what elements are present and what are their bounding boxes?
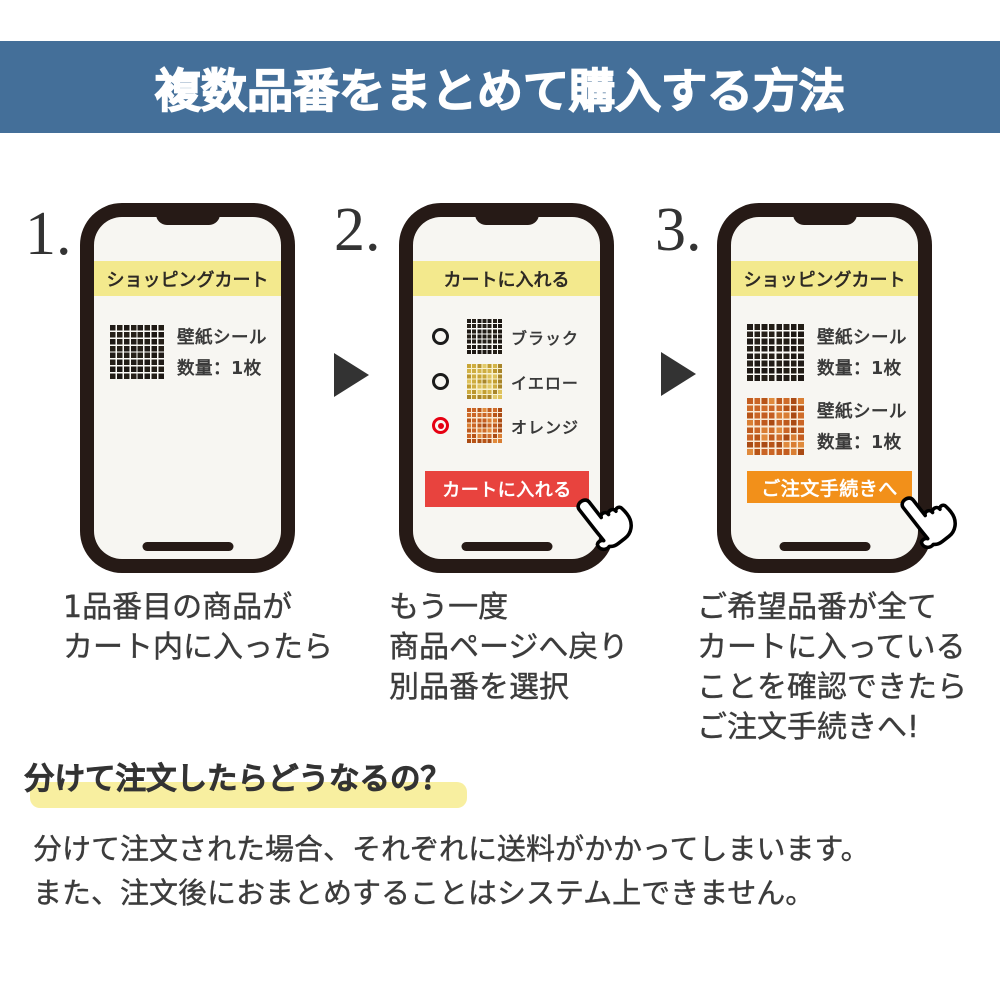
add-to-cart-button[interactable]: カートに入れる (425, 471, 589, 507)
color-swatch-orange-icon (467, 408, 502, 443)
cart-item: 壁紙シール 数量：1枚 (110, 319, 267, 385)
product-info: 壁紙シール 数量：1枚 (817, 397, 907, 459)
phone-notch (155, 203, 220, 225)
radio-button[interactable] (432, 417, 449, 434)
step-2-caption: もう一度 商品ページへ戻り 別品番を選択 (389, 590, 629, 705)
step-2-number: 2. (334, 196, 381, 264)
product-swatch-orange-icon (747, 397, 804, 455)
option-label: ブラック (511, 328, 580, 348)
hand-cursor-icon (900, 496, 957, 550)
phone-notch (792, 203, 857, 225)
step-1-caption: 1品番目の商品が カート内に入ったら (63, 590, 333, 665)
footer-heading: 分けて注文したらどうなるの？ (24, 762, 452, 798)
option-label: イエロー (511, 373, 579, 393)
product-qty: 数量：1枚 (177, 359, 262, 379)
product-name: 壁紙シール (177, 328, 267, 348)
phone-2-page-header: カートに入れる (413, 261, 600, 296)
color-swatch-black-icon (467, 319, 502, 354)
phone-1-screen: ショッピングカート 壁紙シール 数量：1枚 (94, 217, 281, 559)
footer-body: 分けて注文された場合、それぞれに送料がかかってしまいます。 また、注文後におまと… (33, 832, 870, 910)
step-1-number: 1. (25, 200, 72, 268)
cart-item: 壁紙シール 数量：1枚 (747, 319, 907, 385)
phone-2: カートに入れる ブラック イエロー オレンジ カートに入れる (399, 203, 614, 573)
footer-heading-wrap: 分けて注文したらどうなるの？ (24, 760, 452, 800)
arrow-right-icon (661, 352, 696, 396)
banner-title: 複数品番をまとめて購入する方法 (154, 63, 845, 118)
product-name: 壁紙シール (817, 402, 907, 422)
phone-1-cart-header: ショッピングカート (94, 261, 281, 296)
product-swatch-black-icon (110, 325, 164, 379)
home-indicator (461, 542, 552, 551)
checkout-button[interactable]: ご注文手続きへ (747, 471, 912, 503)
phone-3: ショッピングカート 壁紙シール 数量：1枚 壁紙シール 数量：1枚 ご注文手続き… (717, 203, 932, 573)
option-label: オレンジ (511, 417, 580, 437)
color-swatch-yellow-icon (467, 364, 502, 399)
step-3-number: 3. (655, 196, 702, 264)
product-info: 壁紙シール 数量：1枚 (817, 323, 907, 385)
home-indicator (142, 542, 233, 551)
phone-3-screen: ショッピングカート 壁紙シール 数量：1枚 壁紙シール 数量：1枚 ご注文手続き… (731, 217, 918, 559)
phone-3-cart-header: ショッピングカート (731, 261, 918, 296)
product-swatch-black-icon (747, 323, 804, 381)
radio-button[interactable] (432, 373, 449, 390)
color-option-yellow[interactable]: イエロー (432, 364, 579, 399)
product-name: 壁紙シール (817, 328, 907, 348)
radio-button[interactable] (432, 328, 449, 345)
color-option-black[interactable]: ブラック (432, 319, 579, 354)
hand-cursor-icon (576, 498, 633, 552)
home-indicator (779, 542, 870, 551)
phone-1: ショッピングカート 壁紙シール 数量：1枚 (80, 203, 295, 573)
step-3-caption: ご希望品番が全て カートに入っている ことを確認できたら ご注文手続きへ! (697, 590, 967, 745)
product-info: 壁紙シール 数量：1枚 (177, 323, 267, 385)
color-option-orange[interactable]: オレンジ (432, 408, 579, 443)
product-qty: 数量：1枚 (817, 359, 902, 379)
arrow-right-icon (334, 353, 369, 397)
phone-2-screen: カートに入れる ブラック イエロー オレンジ カートに入れる (413, 217, 600, 559)
banner: 複数品番をまとめて購入する方法 (0, 41, 1000, 133)
heading-highlight (30, 782, 467, 808)
product-qty: 数量：1枚 (817, 433, 902, 453)
phone-notch (474, 203, 539, 225)
cart-item: 壁紙シール 数量：1枚 (747, 393, 907, 459)
